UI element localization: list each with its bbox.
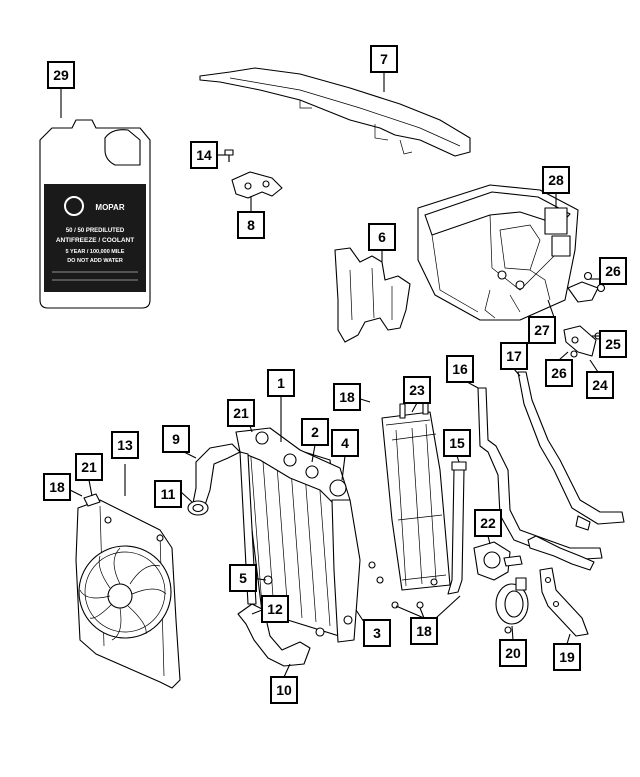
- bracket-upper-right: [567, 271, 606, 303]
- callout-29: 29: [47, 61, 75, 89]
- callout-20: 20: [499, 639, 527, 667]
- svg-text:27: 27: [534, 322, 550, 338]
- svg-text:12: 12: [267, 601, 283, 617]
- svg-text:4: 4: [341, 435, 349, 451]
- callout-14: 14: [190, 141, 218, 169]
- svg-text:9: 9: [172, 431, 180, 447]
- jug-label-panel: [44, 184, 146, 292]
- hose-17: [517, 371, 625, 531]
- callout-19: 19: [553, 643, 581, 671]
- leader-lines: [60, 72, 601, 678]
- pipe-15: [447, 461, 467, 595]
- jug-brand: MOPAR: [95, 203, 124, 212]
- svg-text:26: 26: [551, 365, 567, 381]
- callout-22: 22: [474, 509, 502, 537]
- clamp-11: [187, 500, 209, 516]
- svg-text:21: 21: [81, 459, 97, 475]
- callout-28: 28: [542, 166, 570, 194]
- svg-text:20: 20: [505, 645, 521, 661]
- svg-text:11: 11: [161, 486, 176, 502]
- callout-13: 13: [111, 431, 139, 459]
- callout-11: 11: [154, 480, 182, 508]
- svg-text:6: 6: [378, 229, 386, 245]
- svg-text:18: 18: [339, 389, 355, 405]
- svg-text:15: 15: [449, 435, 465, 451]
- callout-5: 5: [229, 564, 257, 592]
- callout-21-radiator: 21: [227, 399, 255, 427]
- svg-text:16: 16: [452, 361, 468, 377]
- svg-text:2: 2: [311, 424, 319, 440]
- clamp-20: [495, 577, 529, 634]
- cooler-23: [368, 399, 451, 609]
- jug-line-4: DO NOT ADD WATER: [67, 258, 123, 264]
- bracket-24: [563, 325, 602, 358]
- radiator: [235, 427, 361, 643]
- callout-2: 2: [301, 418, 329, 446]
- callout-18-lower: 18: [410, 617, 438, 645]
- svg-text:21: 21: [233, 405, 249, 421]
- svg-text:25: 25: [605, 336, 621, 352]
- coolant-jug: MOPAR 50 / 50 PREDILUTED ANTIFREEZE / CO…: [39, 119, 151, 309]
- svg-text:8: 8: [247, 217, 255, 233]
- svg-text:28: 28: [548, 172, 564, 188]
- svg-text:24: 24: [592, 377, 608, 393]
- callout-18-upper: 18: [333, 383, 361, 411]
- callout-16: 16: [446, 355, 474, 383]
- callout-6: 6: [368, 223, 396, 251]
- svg-text:7: 7: [380, 51, 388, 67]
- fan-shroud: [75, 493, 181, 689]
- callout-26-upper: 26: [599, 257, 627, 285]
- bracket-19: [539, 567, 589, 637]
- electronics-module: [417, 184, 579, 321]
- svg-text:18: 18: [49, 479, 65, 495]
- svg-text:3: 3: [373, 625, 381, 641]
- jug-line-3: 5 YEAR / 100,000 MILE: [66, 249, 125, 255]
- callout-21-shroud: 21: [75, 453, 103, 481]
- svg-text:1: 1: [277, 375, 285, 391]
- jug-line-2: ANTIFREEZE / COOLANT: [56, 237, 134, 244]
- callout-18-left: 18: [43, 473, 71, 501]
- hose-lower-right: [527, 535, 595, 571]
- hose-16: [477, 387, 603, 561]
- callout-9: 9: [162, 425, 190, 453]
- svg-text:10: 10: [276, 682, 292, 698]
- callout-10: 10: [270, 676, 298, 704]
- svg-text:18: 18: [416, 623, 432, 639]
- svg-text:17: 17: [506, 348, 522, 364]
- jug-line-1: 50 / 50 PREDILUTED: [66, 228, 125, 234]
- bolt-14: [224, 149, 234, 162]
- callout-8: 8: [237, 211, 265, 239]
- svg-text:22: 22: [480, 515, 496, 531]
- callout-24: 24: [586, 371, 614, 399]
- callout-17: 17: [500, 342, 528, 370]
- svg-text:26: 26: [605, 263, 621, 279]
- callout-12: 12: [261, 595, 289, 623]
- bracket-8: [231, 171, 283, 199]
- callout-23: 23: [403, 376, 431, 404]
- air-deflector: [334, 247, 411, 343]
- callout-1: 1: [267, 369, 295, 397]
- callout-15: 15: [443, 429, 471, 457]
- svg-text:19: 19: [559, 649, 575, 665]
- upper-hose-9: [191, 443, 241, 509]
- svg-text:23: 23: [409, 382, 425, 398]
- svg-text:14: 14: [196, 147, 212, 163]
- svg-text:5: 5: [239, 570, 247, 586]
- svg-text:29: 29: [53, 67, 69, 83]
- callout-7: 7: [370, 45, 398, 73]
- svg-text:13: 13: [117, 437, 133, 453]
- callout-4: 4: [331, 429, 359, 457]
- pump-22: [473, 541, 523, 581]
- mopar-logo-icon: [64, 196, 84, 216]
- callout-25: 25: [599, 330, 627, 358]
- callout-26-lower: 26: [545, 359, 573, 387]
- upper-crossmember: [199, 67, 471, 157]
- callout-3: 3: [363, 619, 391, 647]
- callout-27: 27: [528, 316, 556, 344]
